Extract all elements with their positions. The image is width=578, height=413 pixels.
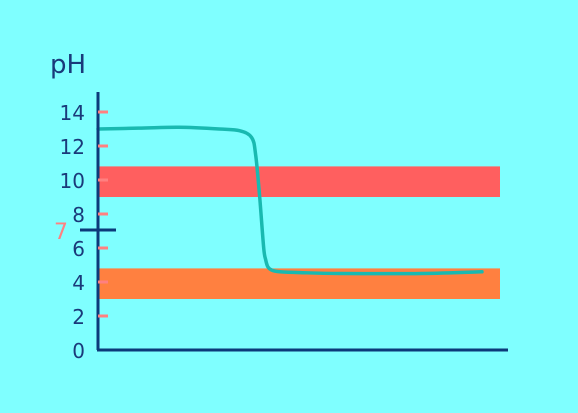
y-tick-label-6: 6 xyxy=(72,237,85,261)
y-tick-label-10: 10 xyxy=(60,169,85,193)
axes-layer xyxy=(96,92,508,352)
ticks-layer: 0 2 4 6 8 10 12 14 7 xyxy=(54,101,116,363)
y-tick-label-14: 14 xyxy=(60,101,85,125)
curve-layer xyxy=(96,125,484,276)
titration-curve xyxy=(96,125,484,276)
y-axis-label: pH xyxy=(50,50,86,80)
y-tick-label-0: 0 xyxy=(72,339,85,363)
bands-layer xyxy=(98,166,500,299)
reference-label: 7 xyxy=(54,220,68,245)
band-1 xyxy=(98,166,500,197)
y-tick-label-2: 2 xyxy=(72,305,85,329)
y-tick-label-12: 12 xyxy=(60,135,85,159)
y-tick-label-8: 8 xyxy=(72,203,85,227)
y-tick-label-4: 4 xyxy=(72,271,85,295)
